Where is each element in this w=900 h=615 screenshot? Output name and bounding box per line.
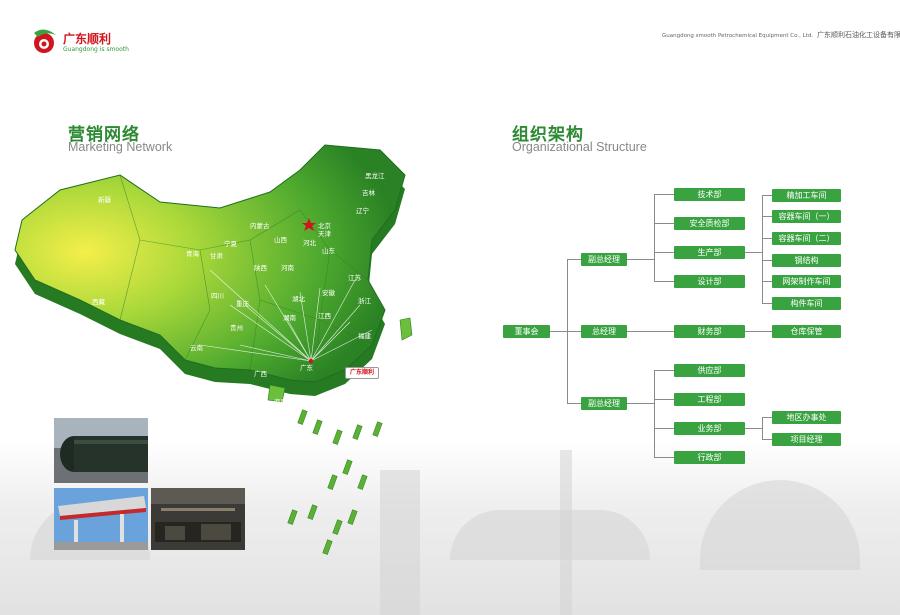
province-label: 吉林 xyxy=(362,189,375,197)
province-label: 广西 xyxy=(254,370,267,378)
province-label: 福建 xyxy=(358,332,371,340)
province-label: 浙江 xyxy=(358,297,371,305)
company-name-cn: 广东顺利石油化工设备有限公司 xyxy=(817,31,900,39)
org-node-dept: 供应部 xyxy=(674,364,745,377)
province-label: 安徽 xyxy=(322,289,335,297)
beijing-star-icon xyxy=(302,218,316,231)
marketing-title: 营销网络 xyxy=(68,125,140,145)
tank-photo xyxy=(54,418,148,483)
province-label: 海南 xyxy=(274,398,287,406)
province-label: 贵州 xyxy=(230,324,243,332)
company-name: Guangdong smooth Petrochemical Equipment… xyxy=(662,30,900,40)
org-node-gm: 总经理 xyxy=(581,325,627,338)
province-label: 湖北 xyxy=(292,295,305,303)
org-node-workshop: 网架制作车间 xyxy=(772,275,841,288)
org-node-dept: 安全质检部 xyxy=(674,217,745,230)
org-node-dept: 生产部 xyxy=(674,246,745,259)
org-node-deputy-gm-2: 副总经理 xyxy=(581,397,627,410)
hq-marker: 广东顺利 xyxy=(345,367,380,379)
tank-photo-image xyxy=(54,418,148,483)
province-label: 江西 xyxy=(318,312,331,320)
org-node-regional-office: 地区办事处 xyxy=(772,411,841,424)
gas-station-photo xyxy=(54,488,148,550)
province-label: 山东 xyxy=(322,247,335,255)
org-title: 组织架构 xyxy=(512,125,584,145)
province-label: 台湾 xyxy=(412,330,425,338)
map-land xyxy=(14,144,406,383)
province-label: 陕西 xyxy=(254,264,267,272)
org-node-workshop: 容器车间（二） xyxy=(772,232,841,245)
province-label: 湖南 xyxy=(283,314,296,322)
province-label: 江苏 xyxy=(348,274,361,282)
province-label: 上海 xyxy=(372,278,385,286)
province-label: 四川 xyxy=(211,292,224,300)
org-subtitle: Organizational Structure xyxy=(512,140,647,154)
org-node-dept: 设计部 xyxy=(674,275,745,288)
company-name-en: Guangdong smooth Petrochemical Equipment… xyxy=(662,33,814,39)
province-label: 云南 xyxy=(190,344,203,352)
logo-text: 广东顺利 xyxy=(63,32,112,46)
org-node-workshop: 容器车间（一） xyxy=(772,210,841,223)
province-label: 辽宁 xyxy=(356,207,369,215)
org-node-project-manager: 项目经理 xyxy=(772,433,841,446)
province-label: 天津 xyxy=(318,230,331,238)
hq-marker-label: 广东顺利 xyxy=(350,369,375,376)
org-node-finance: 财务部 xyxy=(674,325,745,338)
logo: 广东顺利 Guangdong is smooth xyxy=(30,27,140,57)
org-node-workshop: 钢结构 xyxy=(772,254,841,267)
province-label: 甘肃 xyxy=(210,252,223,260)
gas-station-photo-image xyxy=(54,488,148,550)
marketing-subtitle: Marketing Network xyxy=(68,140,173,154)
logo-subtext: Guangdong is smooth xyxy=(63,46,129,53)
province-label: 山西 xyxy=(274,236,287,244)
org-node-dept: 行政部 xyxy=(674,451,745,464)
province-label: 北京 xyxy=(318,222,331,230)
province-label: 河南 xyxy=(281,264,294,272)
province-label: 内蒙古 xyxy=(250,222,270,230)
logo-icon xyxy=(34,29,56,53)
org-node-board: 董事会 xyxy=(503,325,550,338)
org-node-dept: 技术部 xyxy=(674,188,745,201)
org-node-workshop: 精加工车间 xyxy=(772,189,841,202)
province-label: 河北 xyxy=(303,239,316,247)
province-label: 广东 xyxy=(300,364,313,372)
org-node-workshop: 构件车间 xyxy=(772,297,841,310)
china-map xyxy=(14,144,413,555)
province-label: 宁夏 xyxy=(224,240,237,248)
workshop-photo xyxy=(151,488,245,550)
org-node-dept: 业务部 xyxy=(674,422,745,435)
org-node-warehouse: 仓库保管 xyxy=(772,325,841,338)
org-node-deputy-gm-1: 副总经理 xyxy=(581,253,627,266)
province-label: 重庆 xyxy=(236,300,249,308)
province-label: 西藏 xyxy=(92,298,105,306)
province-label: 黑龙江 xyxy=(365,172,385,180)
province-label: 新疆 xyxy=(98,196,111,204)
province-label: 青海 xyxy=(186,250,199,258)
org-node-dept: 工程部 xyxy=(674,393,745,406)
workshop-photo-image xyxy=(151,488,245,550)
